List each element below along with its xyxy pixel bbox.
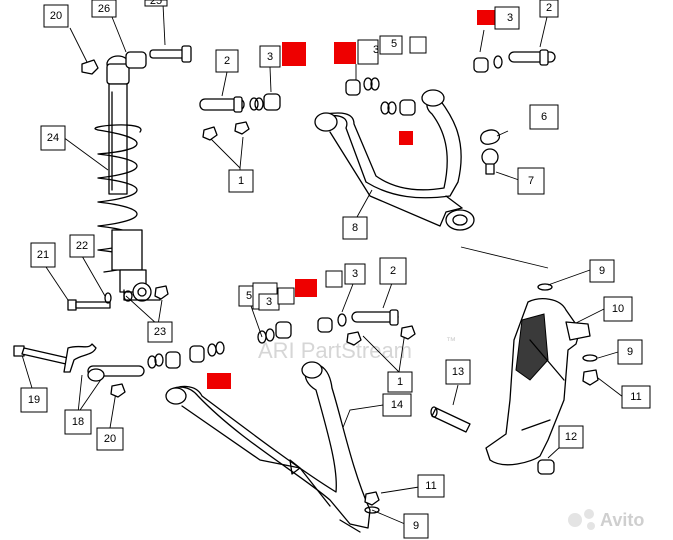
callout-3-upper-mid: 3 — [357, 39, 379, 65]
callout-3-lower-right: 3 — [344, 263, 366, 285]
spacer-12 — [537, 459, 555, 475]
callout-label: 26 — [98, 3, 110, 15]
callout-label: 18 — [72, 416, 84, 428]
callout-label: 10 — [612, 303, 624, 315]
callout-label: 3 — [507, 12, 513, 24]
callout-2-lower: 2 — [379, 257, 407, 285]
red-markers — [207, 10, 495, 389]
callout-label: 7 — [528, 175, 534, 187]
callout-label: 11 — [425, 480, 436, 492]
callout-25: 25 — [144, 0, 168, 7]
callout-label: 24 — [47, 132, 59, 144]
callout-3-upper-left: 3 — [259, 45, 281, 68]
red-marker — [295, 279, 317, 297]
upper-bushings — [199, 49, 556, 175]
callout-13: 13 — [445, 359, 471, 385]
callout-label: 2 — [224, 55, 230, 67]
red-marker — [334, 42, 356, 64]
watermark-text: ARI PartStream — [258, 338, 412, 363]
lower-bushings — [13, 309, 416, 514]
callout-label: 3 — [373, 44, 379, 56]
callout-20-lower: 20 — [96, 427, 124, 451]
bolt-25 — [149, 45, 192, 63]
callout-11-right: 11 — [621, 385, 651, 409]
callout-8: 8 — [342, 216, 368, 240]
callout-label: 3 — [266, 296, 272, 308]
upper-a-arm — [314, 89, 475, 231]
callout-label: 23 — [154, 326, 166, 338]
red-marker — [399, 131, 413, 145]
callout-1-lower: 1 — [387, 371, 413, 393]
callout-label: 21 — [37, 249, 49, 261]
callout-label: 9 — [627, 346, 633, 358]
callout-label: 2 — [390, 265, 396, 277]
callout-19: 19 — [20, 387, 48, 413]
bolt-21 — [67, 285, 169, 311]
callout-14: 14 — [382, 393, 412, 417]
red-marker — [282, 42, 306, 66]
callout-5-upper: 5 — [379, 35, 403, 55]
watermark-trademark: ™ — [446, 336, 456, 347]
callout-blank-lower-c — [325, 270, 343, 288]
callout-blank-upper — [409, 36, 427, 54]
callout-label: 11 — [630, 391, 641, 403]
callout-18: 18 — [64, 409, 92, 435]
callout-21: 21 — [30, 242, 56, 268]
nut-20-top — [81, 59, 99, 75]
callout-label: 6 — [541, 111, 547, 123]
callout-26: 26 — [91, 0, 117, 18]
callout-12: 12 — [558, 425, 584, 449]
avito-text: Avito — [600, 510, 644, 530]
avito-watermark: Avito — [568, 509, 644, 530]
callout-22: 22 — [69, 234, 95, 258]
callout-20: 20 — [43, 4, 69, 28]
callout-3-upper-right: 3 — [494, 6, 520, 30]
callout-9-lower: 9 — [403, 513, 429, 539]
callout-3-lower-left: 3 — [258, 293, 280, 311]
callout-label: 19 — [28, 394, 40, 406]
callout-label: 2 — [546, 2, 552, 14]
callout-2-upper-left: 2 — [215, 49, 239, 73]
callout-label: 9 — [599, 265, 605, 277]
callout-label: 20 — [50, 10, 62, 22]
shock-absorber — [94, 55, 161, 302]
callout-blank-lower-b — [277, 287, 295, 305]
callout-2-upper-right: 2 — [539, 0, 559, 18]
callout-label: 3 — [352, 268, 358, 280]
callout-9-knuckle: 9 — [617, 339, 643, 365]
callout-7: 7 — [517, 167, 545, 195]
callout-label: 9 — [413, 520, 419, 532]
red-marker — [477, 10, 495, 25]
callout-1-upper: 1 — [228, 169, 254, 193]
callout-label: 20 — [104, 433, 116, 445]
callout-label: 13 — [452, 366, 464, 378]
bushing-26 — [125, 51, 147, 69]
callout-24: 24 — [40, 125, 66, 151]
callout-label: 5 — [391, 38, 397, 50]
callout-label: 12 — [565, 431, 577, 443]
callout-label: 1 — [397, 376, 403, 388]
callout-23: 23 — [147, 321, 173, 343]
callout-11-lower: 11 — [417, 474, 445, 498]
callout-6: 6 — [529, 104, 559, 130]
callouts: 20 26 25 2 3 3 5 3 2 24 6 7 1 8 21 22 23… — [20, 0, 651, 539]
steering-knuckle — [485, 283, 599, 466]
callout-9-right: 9 — [589, 259, 615, 283]
pin-13 — [430, 406, 471, 433]
callout-label: 8 — [352, 222, 358, 234]
callout-label: 25 — [150, 0, 162, 7]
callout-10: 10 — [603, 296, 633, 322]
callout-label: 22 — [76, 240, 88, 252]
callout-label: 14 — [391, 399, 403, 411]
lower-a-arm — [165, 361, 371, 533]
callout-label: 1 — [238, 175, 244, 187]
red-marker — [207, 373, 231, 389]
callout-label: 5 — [246, 290, 252, 302]
callout-label: 3 — [267, 51, 273, 63]
